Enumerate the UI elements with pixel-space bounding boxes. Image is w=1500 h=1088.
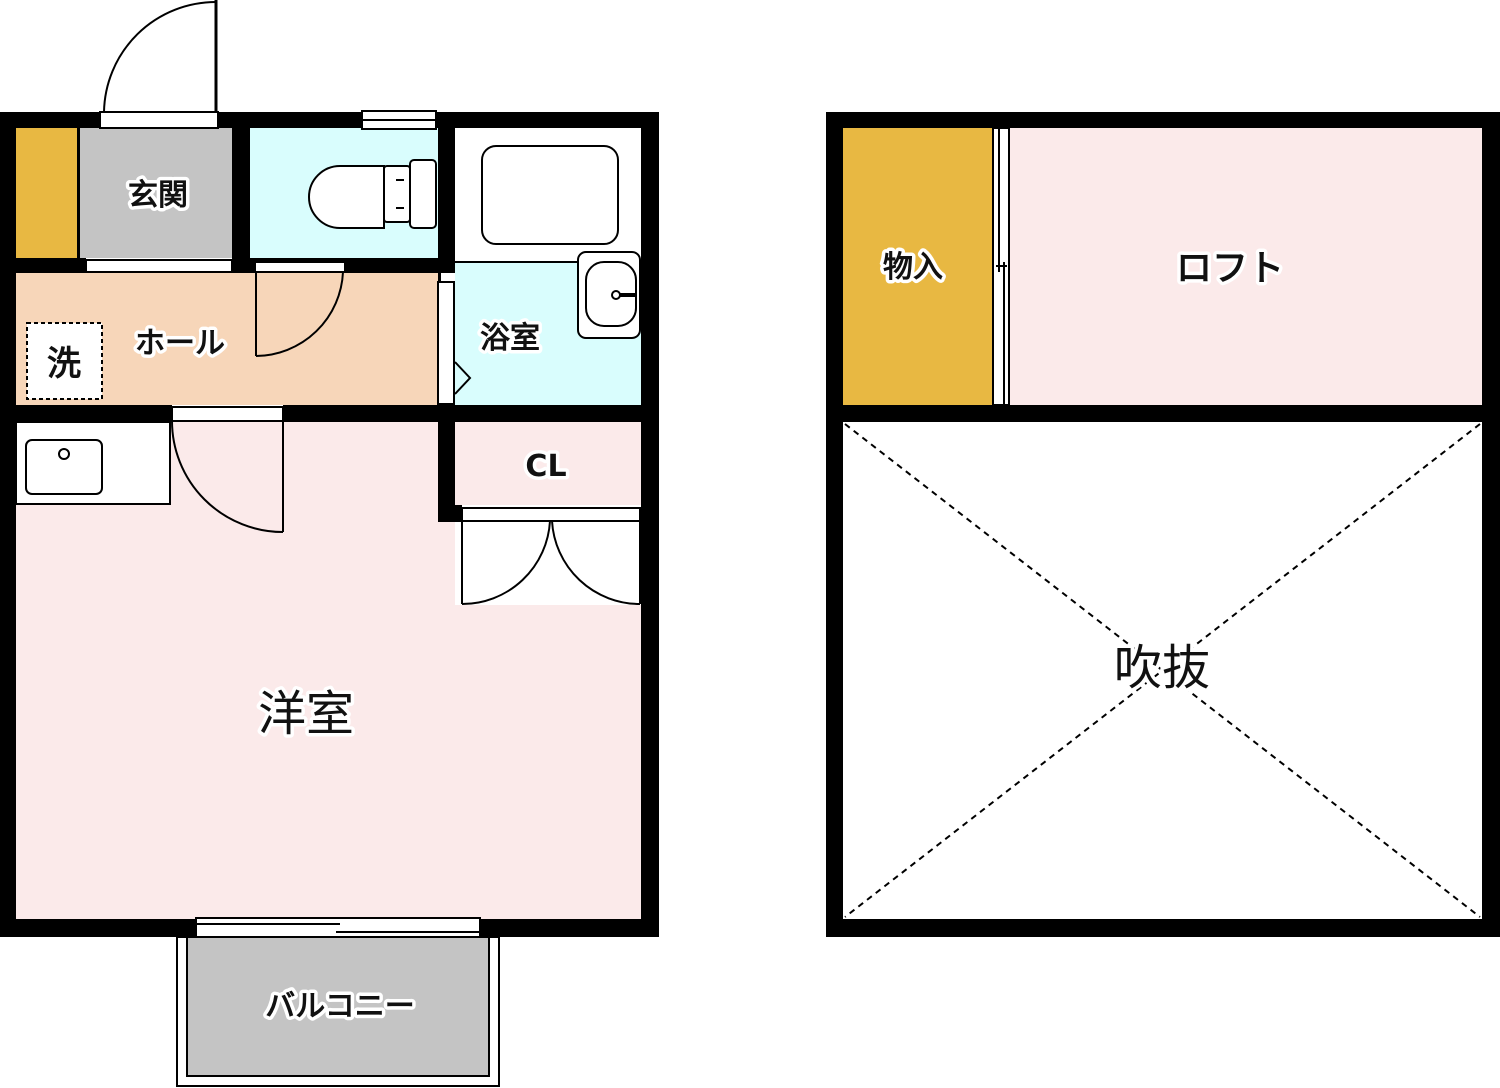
void-diagonal-2 [844, 423, 1481, 918]
kitchen-sink [25, 439, 103, 495]
bath-label: 浴室 [480, 321, 540, 356]
balcony [176, 936, 500, 1087]
wall-hall-bottom-right [283, 405, 659, 422]
washbasin [577, 251, 641, 339]
loft-floor-plan: 物入 ロフト 吹抜 [826, 112, 1500, 937]
wall-hall-bottom-left [0, 405, 172, 422]
entrance-door [99, 0, 219, 129]
entrance-step [85, 259, 233, 273]
loft-wall-top [826, 112, 1500, 128]
entrance-label: 玄関 [128, 178, 188, 213]
main-floor-plan: 玄関 ホール 洗 浴室 CL 洋室 バルコニー [0, 0, 659, 1087]
storage-label: 物入 [883, 250, 943, 285]
wall-storage-bottom [0, 258, 86, 273]
closet-doors [461, 507, 641, 606]
bathtub [481, 145, 619, 245]
toilet-bowl [308, 159, 437, 229]
washer-space [26, 322, 103, 400]
sink-drain [58, 448, 70, 460]
western-room-door [171, 406, 284, 533]
wall-closet-left [438, 405, 455, 522]
toilet-window [361, 110, 437, 130]
toilet-door [254, 261, 346, 357]
wall-bath-divider [455, 261, 641, 263]
wall-storage-entrance [77, 128, 80, 258]
loft-wall-right [1482, 112, 1500, 937]
outer-wall-top [0, 112, 659, 128]
wall-toilet-bath [438, 112, 455, 270]
loft-wall-left [826, 112, 843, 937]
hall-label: ホール [135, 326, 225, 361]
outer-wall-left [0, 112, 16, 937]
void-label: 吹抜 [1114, 640, 1210, 696]
washer-label: 洗 [47, 344, 81, 384]
storage-sliding-door [992, 127, 1010, 406]
balcony-label: バルコニー [265, 989, 414, 1024]
loft-wall-bottom [826, 919, 1500, 937]
loft-wall-middle [826, 405, 1500, 422]
closet-label: CL [525, 449, 566, 484]
entrance-fill [80, 128, 232, 258]
loft-fill [1009, 128, 1482, 405]
bath-door [437, 281, 472, 405]
wall-closet-bottom [438, 505, 462, 522]
loft-label: ロフト [1176, 248, 1284, 289]
balcony-window [195, 917, 481, 939]
shoe-storage-fill [16, 128, 77, 258]
outer-wall-right [641, 112, 659, 937]
wall-entrance-toilet [232, 112, 250, 273]
loft-storage-fill [843, 128, 993, 405]
western-room-label: 洋室 [258, 686, 354, 742]
